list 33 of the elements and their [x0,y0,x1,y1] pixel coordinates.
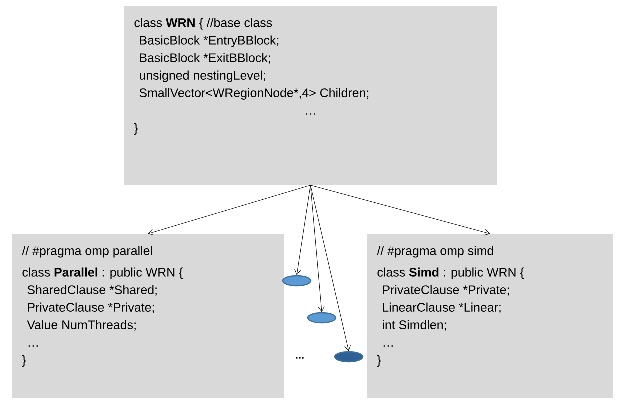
class-box [367,234,614,398]
code-line: BasicBlock *EntryBBlock; [140,36,279,48]
code-line: } [134,123,138,135]
arrow [148,185,311,236]
class-box [12,234,284,398]
code-line: // #pragma omp simd [377,246,494,258]
code-line: // #pragma omp parallel [22,246,152,258]
code-line: BasicBlock *ExitBBlock; [140,53,270,64]
code-line: Value NumThreads; [27,320,136,331]
code-line: class WRN { //base class [134,18,272,30]
code-line: class Simd : public WRN { [378,268,524,280]
class-box [124,6,498,186]
code-line: class Parallel : public WRN { [22,268,183,280]
ellipse-shape [307,312,337,324]
code-line: … [28,346,38,347]
arrow [310,185,325,312]
code-line: LinearClause *Linear; [383,302,501,314]
ellipse-shape [282,275,312,287]
code-line: unsigned nestingLevel; [140,70,266,82]
arrow [310,185,351,352]
code-line: } [377,355,382,368]
code-line: PrivateClause *Private; [28,302,154,314]
code-line: SmallVector<WRegionNode*,4> Children; [140,88,369,100]
code-line: SharedClause *Shared; [28,285,157,296]
code-line: … [384,346,393,347]
ellipse-shape [334,351,364,363]
arrow [294,185,311,276]
code-line: PrivateClause *Private; [383,285,510,296]
code-line: … [306,114,316,115]
dots-label: ... [296,357,304,359]
code-line: } [22,355,26,368]
code-line: int Simdlen; [383,320,446,331]
arrow [310,185,490,236]
